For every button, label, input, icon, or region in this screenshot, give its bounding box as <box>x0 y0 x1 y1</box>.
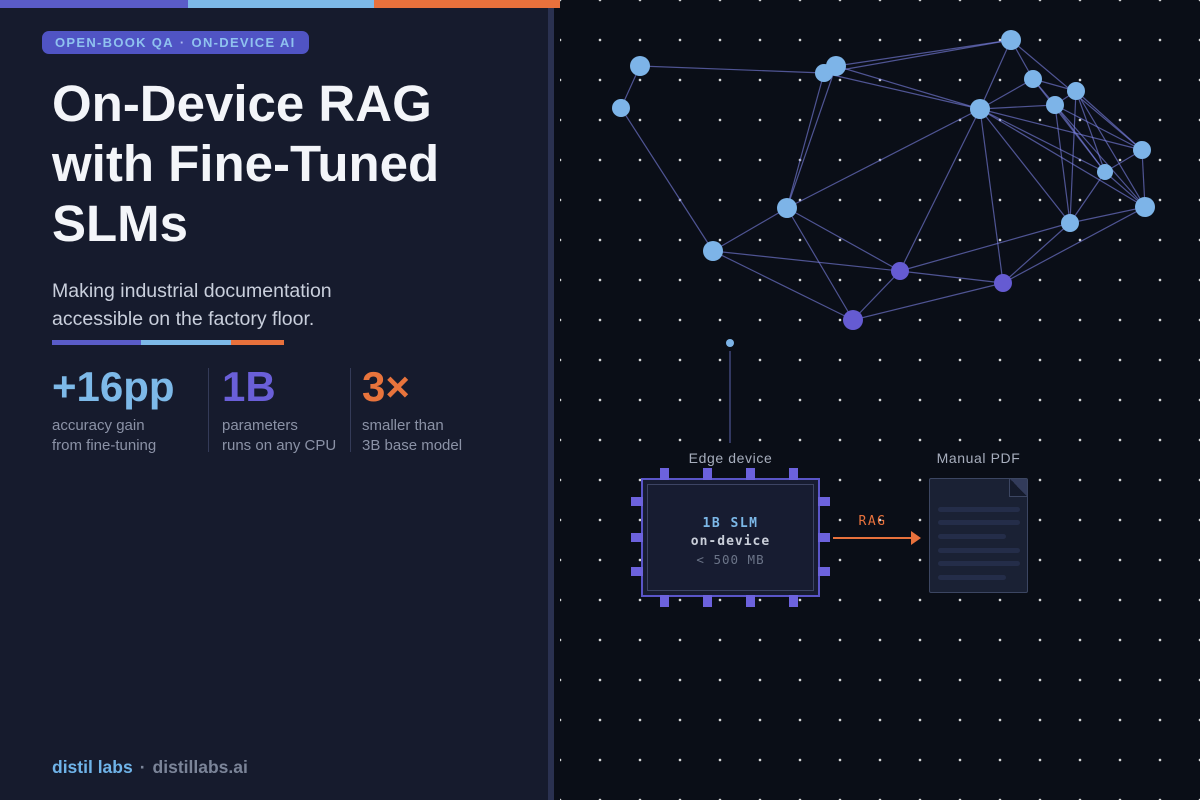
stat-value-accuracy: +16pp <box>52 363 175 410</box>
chip-pin <box>660 595 669 607</box>
network-node <box>726 339 734 347</box>
chip-pin <box>703 595 712 607</box>
network-node <box>994 274 1012 292</box>
chip-pin <box>746 468 755 480</box>
rag-arrow-head-icon <box>911 531 921 545</box>
brand-name: distil labs <box>52 757 133 777</box>
stat-label-accuracy: accuracy gain from fine-tuning <box>52 416 175 455</box>
doc-text-line <box>938 507 1020 512</box>
chip-pin <box>631 497 643 506</box>
title-line-2: with Fine-Tuned <box>52 135 440 192</box>
chip-runtime-label: on-device <box>690 534 771 549</box>
network-node <box>970 99 990 119</box>
top-accent-bar <box>0 0 560 8</box>
left-panel: OPEN-BOOK QA · ON-DEVICE AI On-Device RAG … <box>0 0 554 800</box>
chip-pin <box>789 468 798 480</box>
network-node <box>1001 30 1021 50</box>
stat-label-line: parameters <box>222 417 298 434</box>
topic-badge: OPEN-BOOK QA · ON-DEVICE AI <box>42 31 309 54</box>
network-node <box>630 56 650 76</box>
network-node <box>703 241 723 261</box>
rag-arrow-label: RAG <box>858 514 887 529</box>
accent-segment-orange <box>374 0 560 8</box>
pdf-document-icon <box>929 478 1028 593</box>
network-node <box>826 56 846 76</box>
stat-label-size: smaller than 3B base model <box>362 416 462 455</box>
stat-label-line: smaller than <box>362 417 444 434</box>
footer-separator: · <box>139 757 146 777</box>
rule-segment-blue <box>141 340 231 345</box>
network-node <box>843 310 863 330</box>
network-node <box>1061 214 1079 232</box>
chip-pin <box>660 468 669 480</box>
chip-pin <box>703 468 712 480</box>
network-node <box>1024 70 1042 88</box>
page-fold-icon <box>1009 479 1027 497</box>
edge-device-chip: 1B SLM on-device < 500 MB <box>631 468 830 607</box>
stat-divider <box>350 368 351 452</box>
page-title: On-Device RAG with Fine-Tuned SLMs <box>52 74 542 254</box>
badge-right-label: ON-DEVICE AI <box>191 35 296 50</box>
stat-size: 3× smaller than 3B base model <box>362 364 462 455</box>
network-node <box>1097 164 1113 180</box>
stat-value-size: 3× <box>362 363 410 410</box>
manual-pdf-label: Manual PDF <box>936 450 1021 466</box>
rule-segment-orange <box>231 340 284 345</box>
footer: distil labs · distillabs.ai <box>52 757 248 778</box>
chip-size-label: < 500 MB <box>696 552 765 567</box>
rag-arrow <box>833 537 912 539</box>
chip-text: 1B SLM on-device < 500 MB <box>643 480 818 595</box>
stat-parameters: 1B parameters runs on any CPU <box>222 364 336 455</box>
brand-domain: distillabs.ai <box>152 757 248 777</box>
stat-value-parameters: 1B <box>222 363 276 410</box>
stat-label-line: 3B base model <box>362 436 463 454</box>
rule-segment-purple <box>52 340 141 345</box>
doc-text-line <box>938 520 1020 525</box>
chip-pin <box>818 567 830 576</box>
accent-segment-blue <box>188 0 374 8</box>
network-node <box>1135 197 1155 217</box>
doc-text-line <box>938 575 1006 580</box>
doc-text-line <box>938 534 1006 539</box>
chip-pin <box>789 595 798 607</box>
stats-row: +16pp accuracy gain from fine-tuning 1B … <box>52 364 522 456</box>
stat-divider <box>208 368 209 452</box>
chip-pin <box>818 497 830 506</box>
edge-device-label: Edge device <box>688 450 773 466</box>
doc-text-line <box>938 548 1020 553</box>
subtitle: Making industrial documentation accessib… <box>52 277 472 333</box>
badge-separator: · <box>179 35 186 50</box>
accent-segment-purple <box>0 0 188 8</box>
stat-label-line: runs on any CPU <box>222 436 337 454</box>
stat-accuracy: +16pp accuracy gain from fine-tuning <box>52 364 175 455</box>
badge-left-label: OPEN-BOOK QA <box>55 35 174 50</box>
network-node <box>1133 141 1151 159</box>
network-node <box>1046 96 1064 114</box>
chip-pin <box>631 533 643 542</box>
subtitle-line-1: Making industrial documentation <box>52 280 332 302</box>
chip-pin <box>746 595 755 607</box>
network-panel: Edge device 1B SLM on-device < 500 MB RA… <box>560 0 1200 800</box>
tricolor-rule <box>52 340 284 345</box>
network-node <box>1067 82 1085 100</box>
stat-label-parameters: parameters runs on any CPU <box>222 416 336 455</box>
network-node <box>777 198 797 218</box>
subtitle-line-2: accessible on the factory floor. <box>52 308 315 330</box>
title-line-1: On-Device RAG <box>52 75 432 132</box>
stat-label-line: accuracy gain <box>52 417 145 434</box>
stat-label-line: from fine-tuning <box>52 436 157 454</box>
network-node <box>891 262 909 280</box>
network-node <box>612 99 630 117</box>
chip-model-label: 1B SLM <box>702 516 759 531</box>
chip-pin <box>631 567 643 576</box>
doc-text-line <box>938 561 1020 566</box>
chip-pin <box>818 533 830 542</box>
network-graph <box>612 30 1155 443</box>
title-line-3: SLMs <box>52 195 189 252</box>
chip-inner-frame <box>647 484 814 591</box>
